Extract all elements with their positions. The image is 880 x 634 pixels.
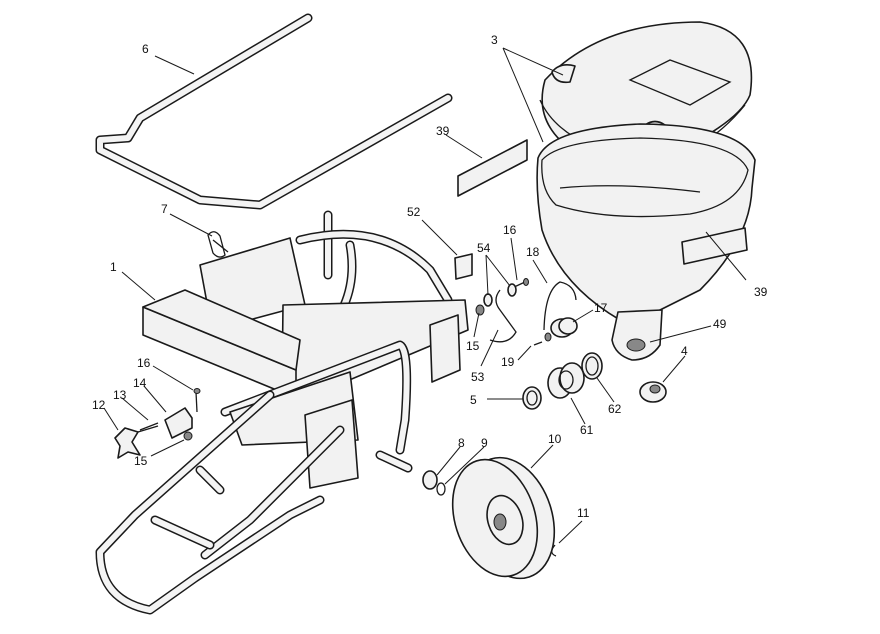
coupler-part-61	[547, 362, 585, 399]
callout-15-lower: 15	[134, 454, 148, 468]
callout-16-upper: 16	[503, 223, 517, 237]
callout-9: 9	[481, 436, 488, 450]
washer-part-8	[422, 470, 438, 490]
lower-frame	[95, 390, 345, 615]
lanyard-part-18	[543, 281, 577, 342]
clamp-part-62	[581, 352, 603, 380]
washer-part-54	[483, 283, 517, 307]
callout-7: 7	[161, 202, 168, 216]
nut-part-15-upper	[475, 304, 485, 316]
bracket-part-53	[489, 289, 517, 343]
pin-part-7	[207, 231, 229, 258]
bolt-part-16-lower	[193, 388, 201, 413]
callout-3: 3	[491, 33, 498, 47]
callout-10: 10	[548, 432, 562, 446]
cap-part-4	[639, 381, 667, 403]
callout-13: 13	[113, 388, 127, 402]
nut-part-15-lower	[183, 431, 193, 441]
frame-part-1	[142, 210, 469, 489]
knob-part-12	[114, 425, 159, 459]
leader-lines	[103, 47, 747, 544]
callout-1: 1	[110, 260, 117, 274]
callouts: 6 3 39 39 7 52 16 54 18 1 15 53 17 49 19…	[92, 33, 768, 520]
bracket-part-14	[164, 407, 193, 439]
callout-4: 4	[681, 344, 688, 358]
callout-39-hopper: 39	[754, 285, 768, 299]
clamp-part-5	[522, 386, 542, 410]
callout-39-loose: 39	[436, 124, 450, 138]
wheel-part-10	[451, 456, 556, 580]
callout-49: 49	[713, 317, 727, 331]
washer-part-9	[436, 482, 446, 496]
callout-19: 19	[501, 355, 515, 369]
handle-part-6	[95, 13, 453, 210]
rod-part-13	[139, 422, 159, 431]
callout-17: 17	[594, 301, 608, 315]
label-part-52	[454, 253, 473, 280]
plug-part-17	[550, 317, 578, 338]
screw-part-19	[533, 341, 543, 346]
callout-8: 8	[458, 436, 465, 450]
callout-54: 54	[477, 241, 491, 255]
callout-14: 14	[133, 376, 147, 390]
hopper-tub	[536, 123, 756, 361]
callout-62: 62	[608, 402, 622, 416]
callout-6: 6	[142, 42, 149, 56]
callout-11: 11	[577, 506, 590, 520]
clip-part-11	[551, 544, 557, 557]
callout-61: 61	[580, 423, 594, 437]
callout-15-upper: 15	[466, 339, 480, 353]
callout-5: 5	[470, 393, 477, 407]
callout-12: 12	[92, 398, 106, 412]
decal-part-39-hopper	[681, 227, 748, 265]
callout-16-lower: 16	[137, 356, 151, 370]
callout-53: 53	[471, 370, 485, 384]
callout-52: 52	[407, 205, 421, 219]
callout-18: 18	[526, 245, 540, 259]
bolt-part-16-upper	[511, 278, 529, 289]
decal-part-39-loose	[457, 139, 528, 197]
